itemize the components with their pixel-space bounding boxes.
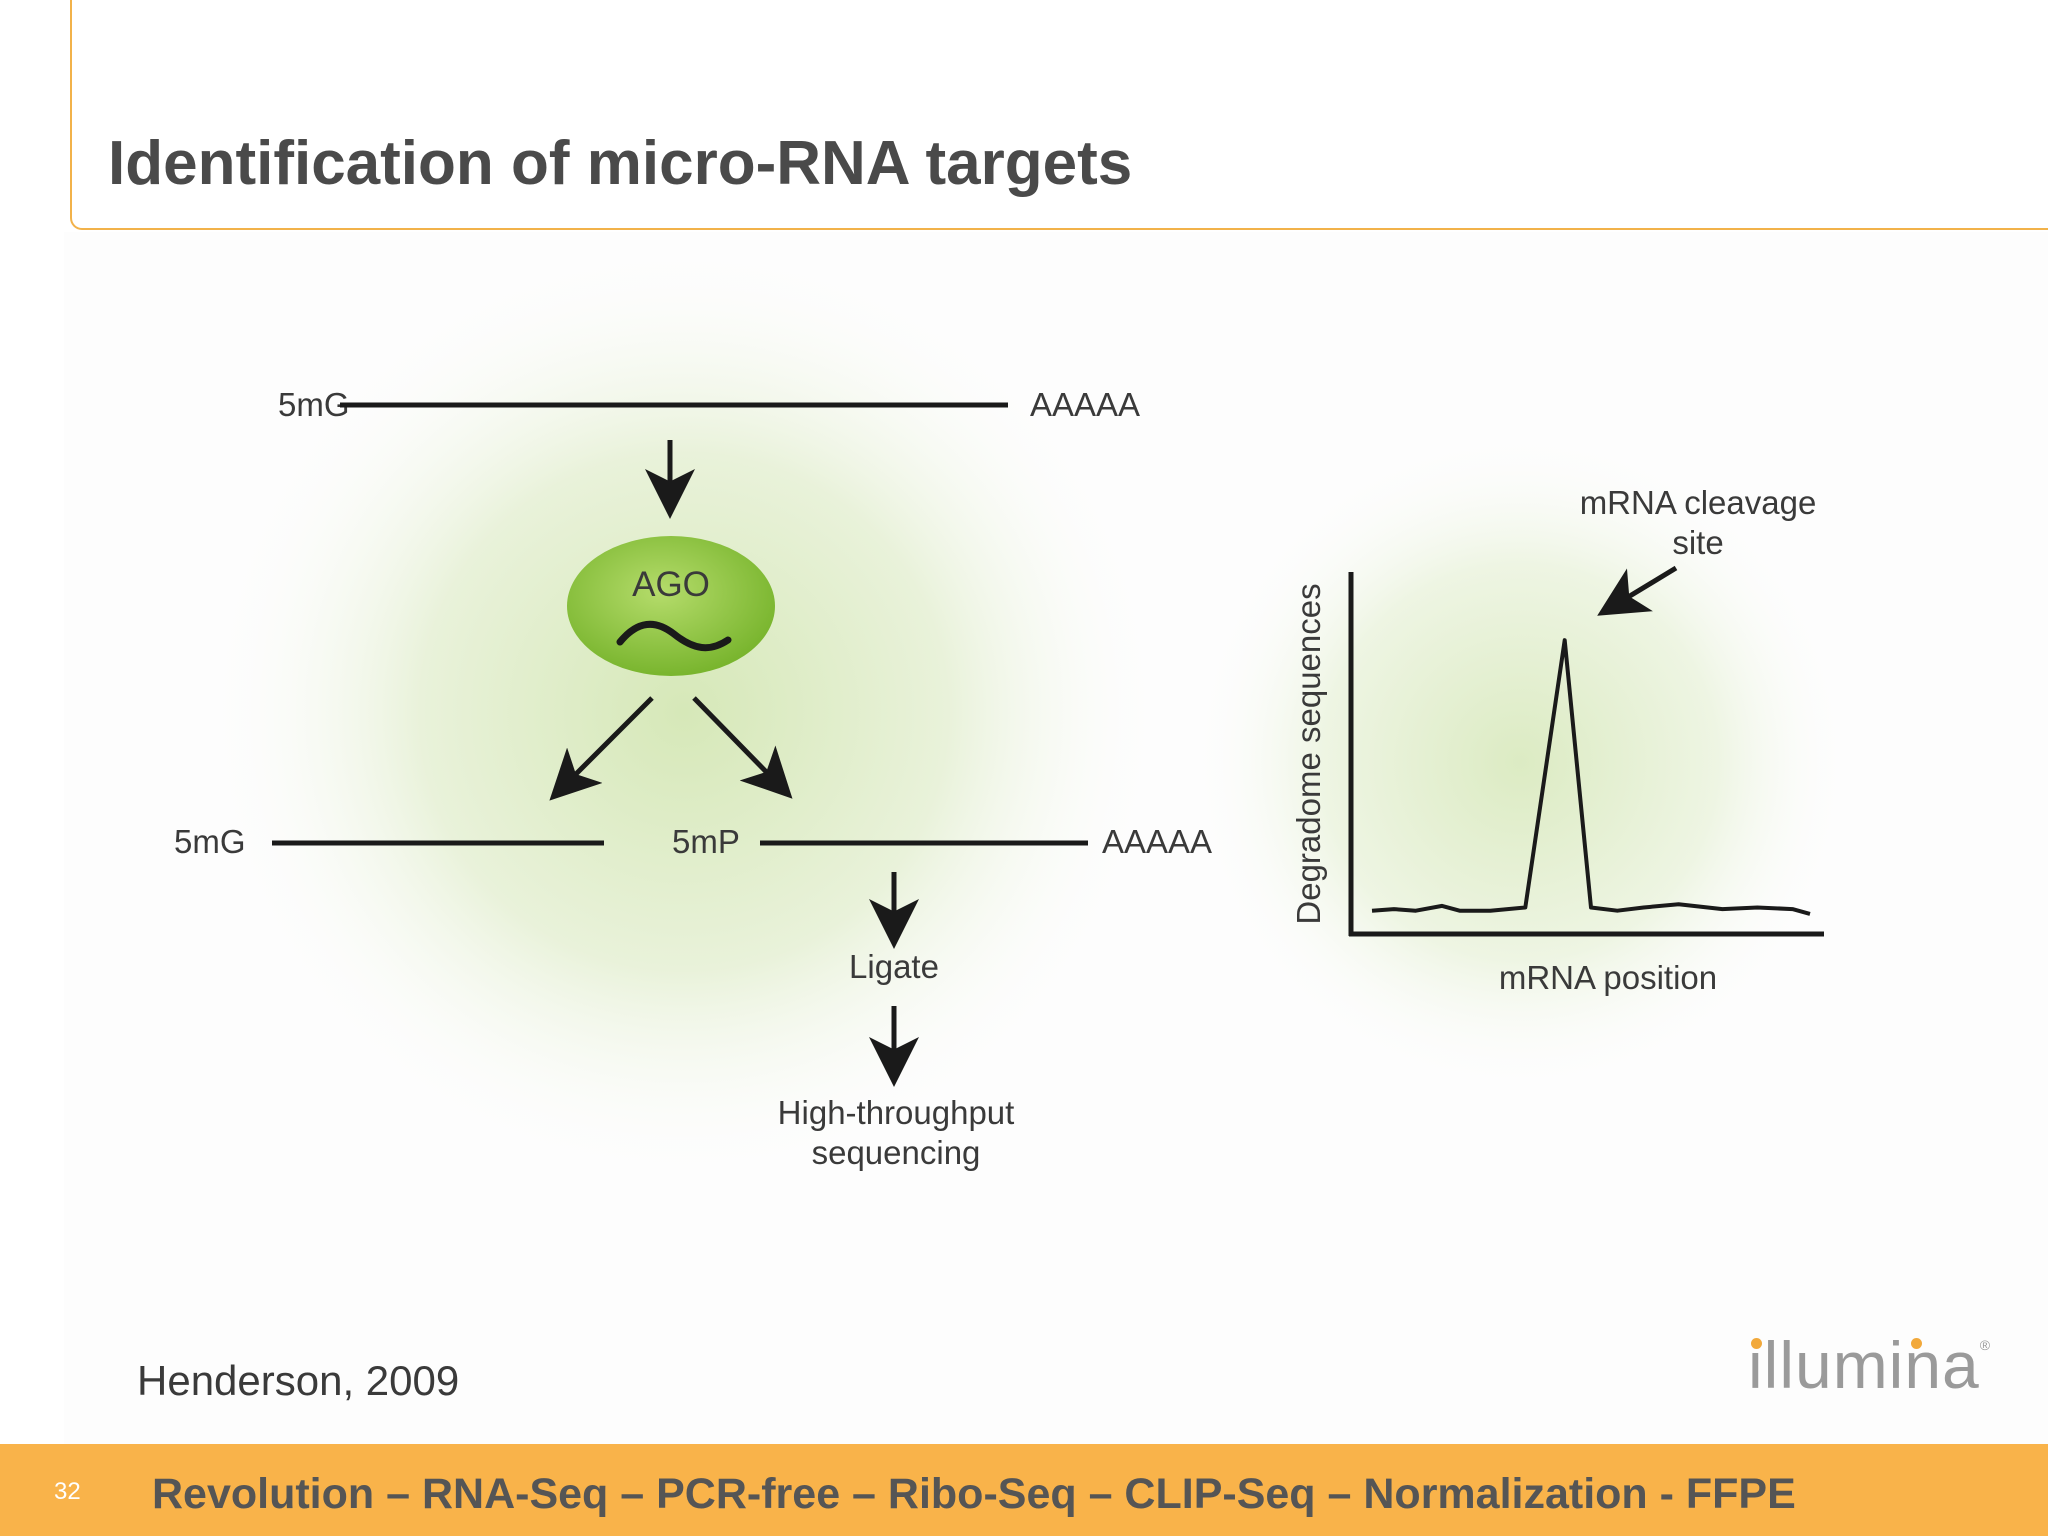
left-cap-label: 5mG xyxy=(174,823,246,860)
degradome-plot: Degradome sequences mRNA position mRNA c… xyxy=(1290,484,1824,996)
x-axis-label: mRNA position xyxy=(1499,959,1717,996)
mirna-target-diagram: 5mG AAAAA AGO 5mG 5mP AAAAA Ligate High-… xyxy=(174,242,1850,1182)
top-cap-label: 5mG xyxy=(278,386,350,423)
footer-bar: 32 Revolution – RNA-Seq – PCR-free – Rib… xyxy=(0,1444,2048,1536)
citation: Henderson, 2009 xyxy=(137,1357,460,1404)
y-axis-label: Degradome sequences xyxy=(1290,583,1327,924)
logo-registered-mark: ® xyxy=(1979,1337,1992,1353)
ago-complex xyxy=(567,536,775,676)
sequencing-label-line1: High-throughput xyxy=(778,1094,1015,1131)
arrow-split-right xyxy=(692,696,793,799)
annotation-line1: mRNA cleavage xyxy=(1580,484,1817,521)
figure-panel: 5mG AAAAA AGO 5mG 5mP AAAAA Ligate High-… xyxy=(64,232,2048,1444)
top-tail-label: AAAAA xyxy=(1030,386,1140,423)
cleavage-site-arrow xyxy=(1597,565,1678,616)
annotation-line2: site xyxy=(1672,524,1723,561)
header-frame xyxy=(70,0,2048,230)
mirna-squiggle xyxy=(616,620,732,652)
logo-dot-i1 xyxy=(1751,1338,1762,1349)
logo-dot-i2 xyxy=(1911,1338,1922,1349)
footer-topics: Revolution – RNA-Seq – PCR-free – Ribo-S… xyxy=(152,1470,1796,1518)
page-title: Identification of micro-RNA targets xyxy=(108,129,1133,198)
right-tail-label: AAAAA xyxy=(1102,823,1212,860)
sequencing-label-line2: sequencing xyxy=(812,1134,981,1171)
cleaved-end-label: 5mP xyxy=(672,823,740,860)
page-number: 32 xyxy=(54,1478,81,1505)
logo-text: illumina xyxy=(1748,1328,1980,1402)
ago-label: AGO xyxy=(632,565,710,604)
arrow-split-left xyxy=(549,696,654,801)
right-glow xyxy=(1190,432,1850,1092)
left-glow xyxy=(204,242,1164,1182)
illumina-logo: illumina® xyxy=(1748,1330,2003,1400)
ligate-label: Ligate xyxy=(849,948,939,985)
degradome-series-line xyxy=(1371,638,1811,916)
